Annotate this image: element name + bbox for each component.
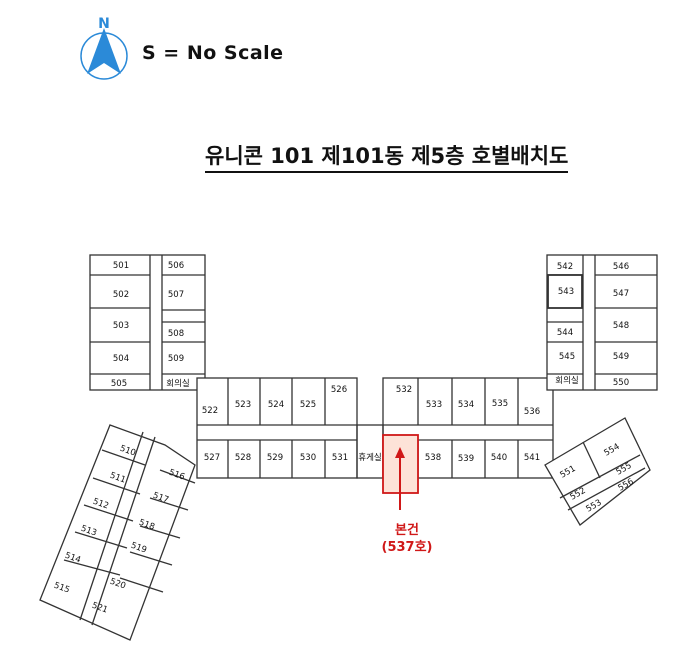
north-arrow-icon: N (78, 14, 130, 82)
svg-text:538: 538 (425, 453, 441, 463)
svg-text:527: 527 (204, 453, 220, 463)
svg-text:523: 523 (235, 400, 251, 410)
svg-text:529: 529 (267, 453, 283, 463)
subject-unit-label: 본건 (537호) (372, 522, 442, 556)
svg-text:503: 503 (113, 321, 129, 331)
svg-text:550: 550 (613, 378, 629, 388)
svg-text:회의실: 회의실 (166, 378, 189, 389)
subject-label: 본건 (395, 523, 419, 538)
svg-text:530: 530 (300, 453, 316, 463)
subject-unit-number: (537호) (381, 540, 433, 555)
svg-text:536: 536 (524, 407, 540, 417)
svg-text:539: 539 (458, 454, 474, 464)
scale-note: S = No Scale (142, 42, 284, 64)
svg-text:544: 544 (557, 328, 573, 338)
svg-text:509: 509 (168, 354, 184, 364)
svg-text:502: 502 (113, 290, 129, 300)
svg-text:501: 501 (113, 261, 129, 271)
svg-text:546: 546 (613, 262, 629, 272)
svg-text:548: 548 (613, 321, 629, 331)
svg-text:534: 534 (458, 400, 474, 410)
svg-text:549: 549 (613, 352, 629, 362)
svg-text:504: 504 (113, 354, 129, 364)
svg-text:525: 525 (300, 400, 316, 410)
svg-text:N: N (98, 16, 110, 32)
svg-text:522: 522 (202, 406, 218, 416)
svg-text:531: 531 (332, 453, 348, 463)
svg-text:506: 506 (168, 261, 184, 271)
svg-text:524: 524 (268, 400, 284, 410)
svg-text:543: 543 (558, 287, 574, 297)
svg-text:528: 528 (235, 453, 251, 463)
svg-text:507: 507 (168, 290, 184, 300)
svg-text:526: 526 (331, 385, 347, 395)
svg-text:535: 535 (492, 399, 508, 409)
svg-text:505: 505 (111, 379, 127, 389)
svg-text:회의실: 회의실 (555, 375, 578, 386)
svg-text:휴게실: 휴게실 (358, 452, 381, 463)
svg-text:541: 541 (524, 453, 540, 463)
svg-text:532: 532 (396, 385, 412, 395)
svg-text:545: 545 (559, 352, 575, 362)
svg-text:547: 547 (613, 289, 629, 299)
page-title: 유니콘 101 제101동 제5층 호별배치도 (205, 140, 569, 173)
svg-text:533: 533 (426, 400, 442, 410)
svg-text:540: 540 (491, 453, 507, 463)
svg-text:508: 508 (168, 329, 184, 339)
svg-text:542: 542 (557, 262, 573, 272)
